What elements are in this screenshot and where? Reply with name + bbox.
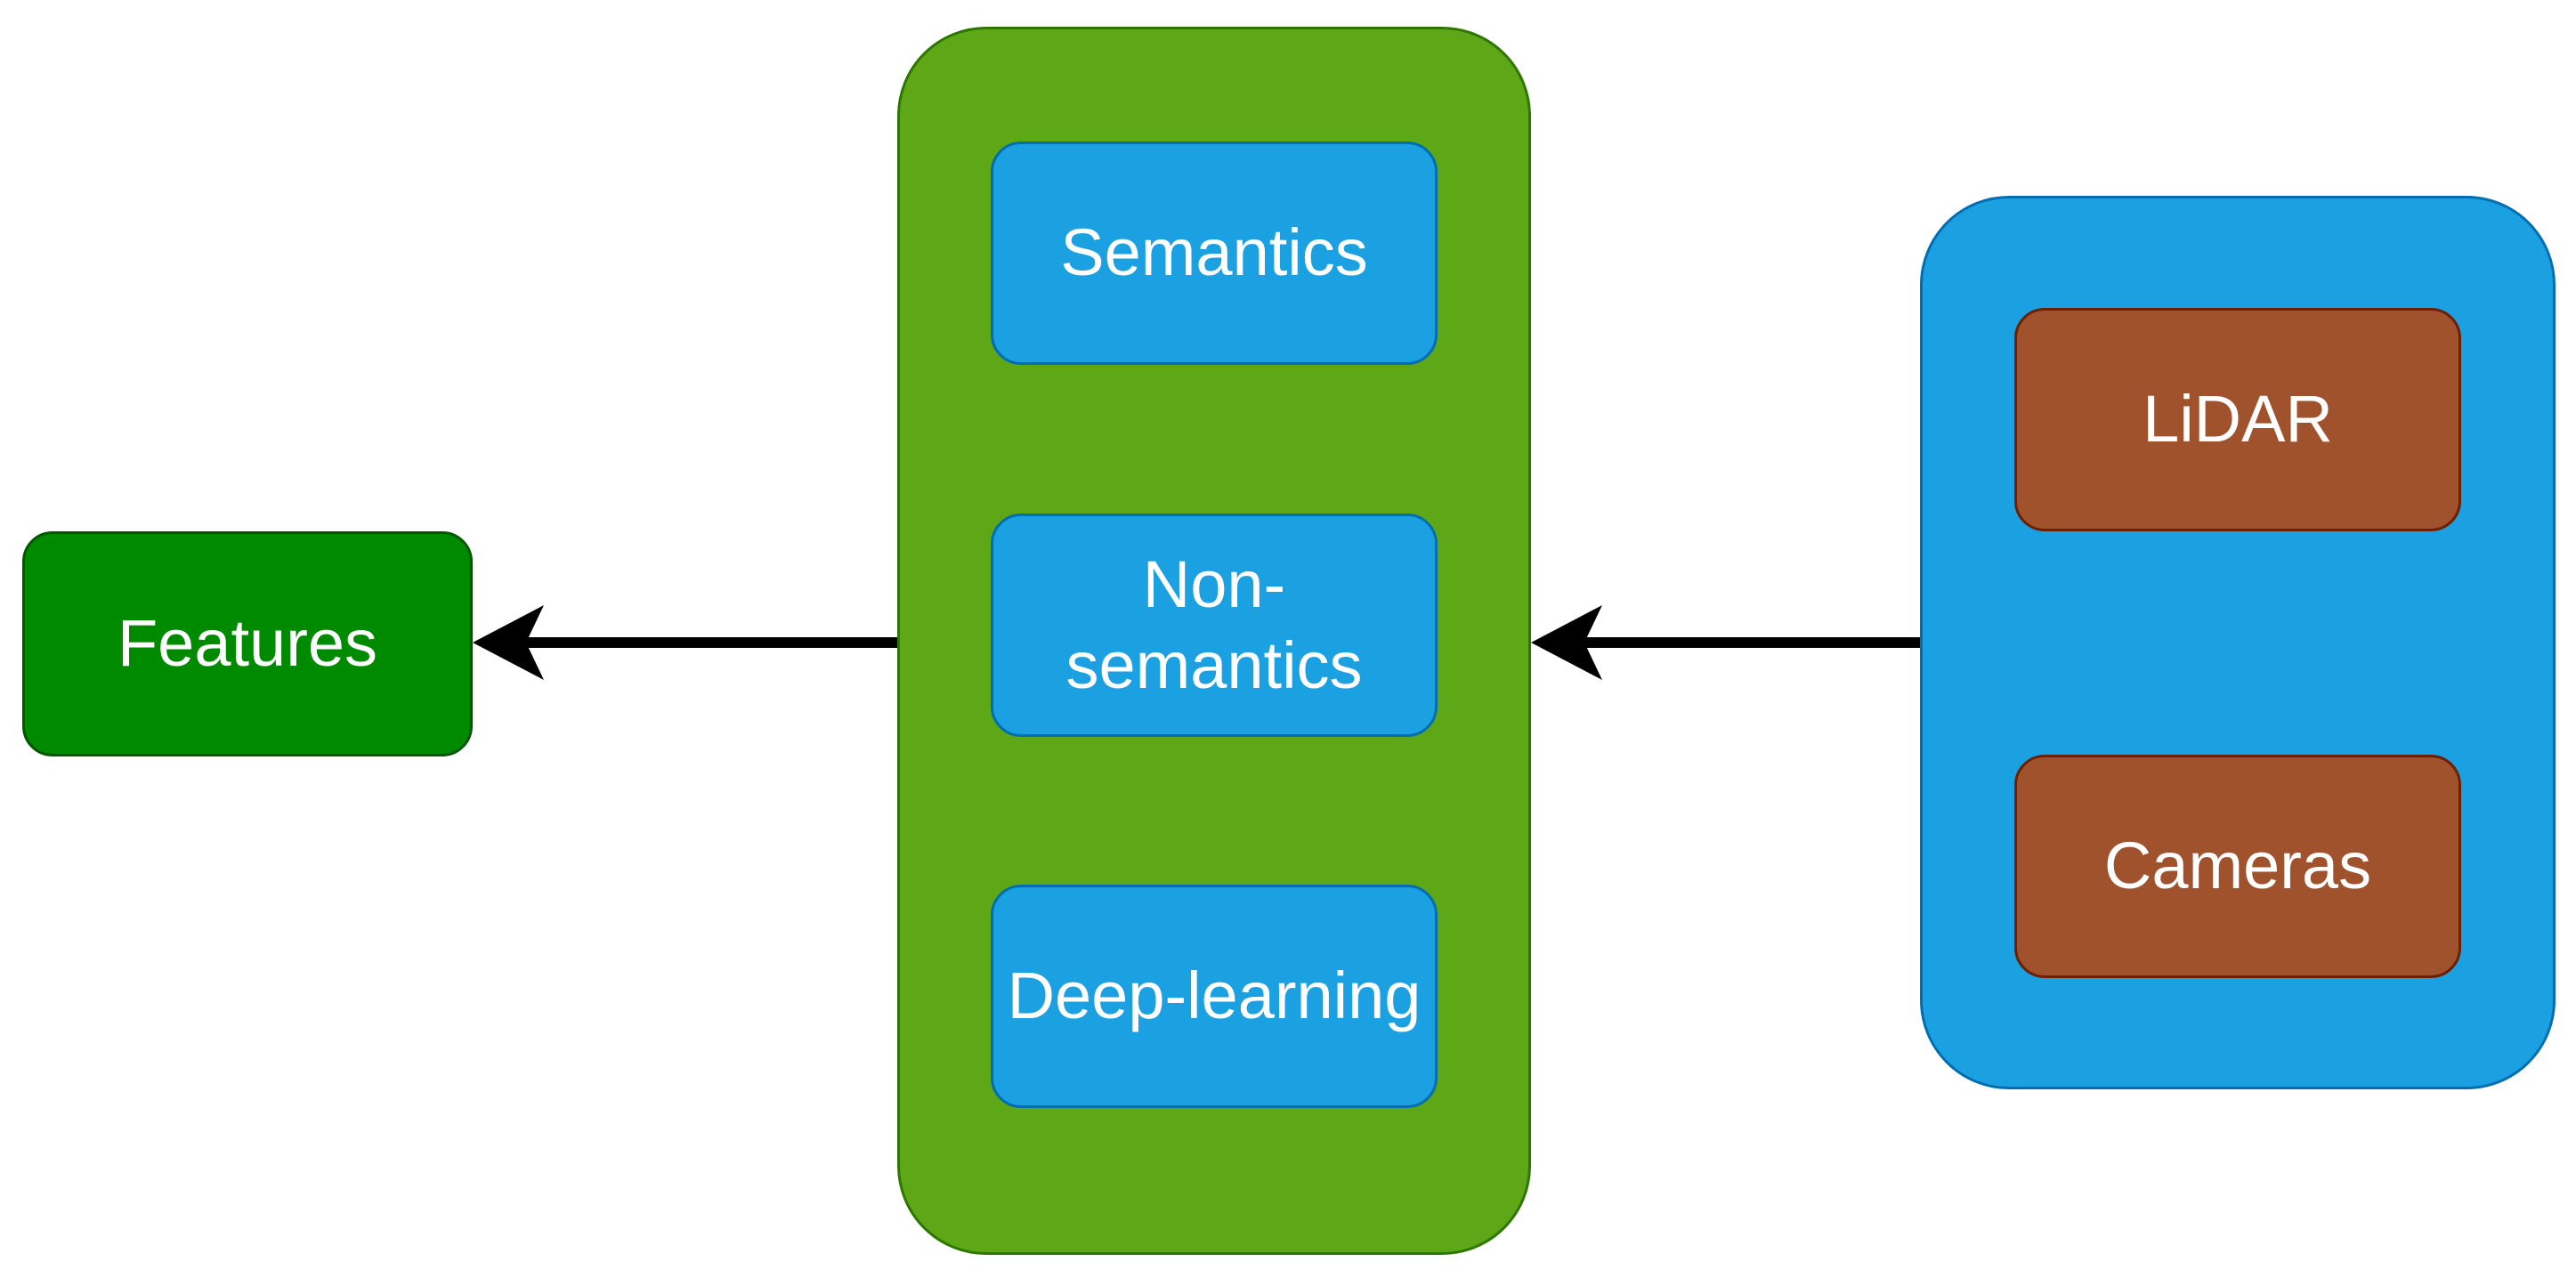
sensor-lidar-label: LiDAR — [2143, 382, 2333, 457]
method-deep-learning-node: Deep-learning — [991, 885, 1438, 1108]
method-non-semantics-label: Non- semantics — [1065, 547, 1363, 702]
features-label: Features — [117, 606, 378, 681]
features-node: Features — [22, 531, 473, 756]
arrow-methods-to-features-head — [473, 605, 544, 680]
arrow-sensors-to-methods — [1531, 605, 1920, 680]
arrow-sensors-to-methods-head — [1531, 605, 1602, 680]
method-non-semantics-node: Non- semantics — [991, 514, 1438, 737]
method-semantics-label: Semantics — [1060, 215, 1368, 290]
sensor-cameras-label: Cameras — [2103, 829, 2372, 903]
method-semantics-node: Semantics — [991, 142, 1438, 365]
sensor-cameras-node: Cameras — [2014, 755, 2461, 978]
sensor-lidar-node: LiDAR — [2014, 308, 2461, 531]
method-deep-learning-label: Deep-learning — [1007, 958, 1422, 1033]
arrow-methods-to-features — [473, 605, 897, 680]
